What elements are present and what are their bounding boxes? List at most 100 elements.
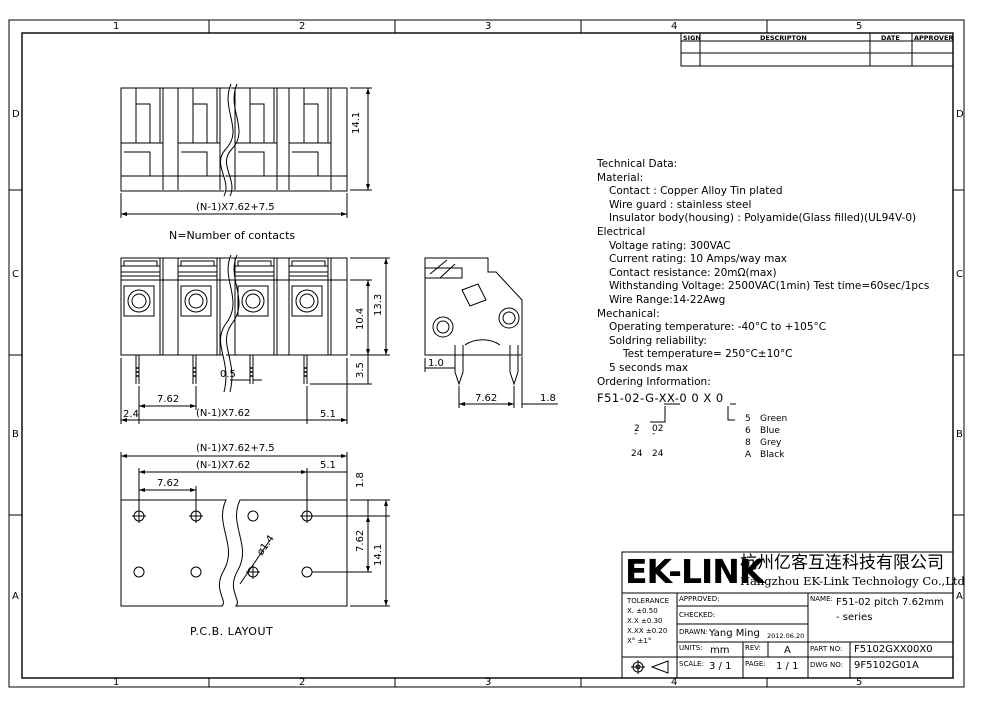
col-number-4-bottom: 4 <box>671 677 678 688</box>
tolerance-xxx: X.XX ±0.20 <box>627 627 668 635</box>
row-letter-b: B <box>12 429 19 440</box>
dim-1-0: 1.0 <box>428 358 444 369</box>
dim-pcb-pitch: (N-1)X7.62 <box>196 460 251 471</box>
dim-pcb-7-62-side: 7.62 <box>355 529 366 552</box>
tech-withstanding: Withstanding Voltage: 2500VAC(1min) Test… <box>609 280 930 293</box>
outer-border <box>8 19 965 688</box>
dwg-no-value: 9F5102G01A <box>854 660 919 671</box>
tech-electrical: Electrical <box>597 225 646 238</box>
pole-b-24: 24 <box>652 449 664 459</box>
company-name-en: Hangzhou EK-Link Technology Co.,Ltd <box>740 574 965 588</box>
tech-material: Material: <box>597 171 644 184</box>
dim-pcb-total: (N-1)X7.62+7.5 <box>196 443 275 454</box>
scale-value: 3 / 1 <box>709 661 732 672</box>
drawing-name: F51-02 pitch 7.62mm <box>836 597 944 608</box>
technical-data-block: Technical Data: Material: Contact : Copp… <box>597 158 929 389</box>
row-letter-a: A <box>12 591 19 602</box>
pole-b-dash: - <box>652 429 656 439</box>
drawn-label: DRAWN: <box>679 628 708 636</box>
page-value: 1 / 1 <box>776 661 799 672</box>
projection-symbol-icon <box>631 660 669 674</box>
pole-a-2: 2 <box>634 424 640 434</box>
color-name-green: Green <box>760 414 788 424</box>
dim-7-62-front: 7.62 <box>157 394 180 405</box>
dwg-no-label: DWG NO: <box>810 661 843 669</box>
page-label: PAGE: <box>745 660 766 668</box>
front-view-drawing <box>120 254 390 424</box>
dim-13-3: 13.3 <box>373 293 384 316</box>
row-letter-b-right: B <box>956 429 963 440</box>
row-letter-d-right: D <box>956 109 964 120</box>
checked-label: CHECKED: <box>679 611 716 619</box>
dim-top-width: (N-1)X7.62+7.5 <box>196 202 275 213</box>
tech-mechanical: Mechanical: <box>597 307 660 320</box>
color-name-blue: Blue <box>760 426 780 436</box>
title-block-lines <box>621 551 954 679</box>
pole-a-24: 24 <box>631 449 643 459</box>
col-number-3-bottom: 3 <box>485 677 492 688</box>
part-no-label: PART NO: <box>810 645 843 653</box>
contacts-caption: N=Number of contacts <box>169 229 296 242</box>
rev-header-sign: SIGN <box>683 34 701 42</box>
col-number-1-bottom: 1 <box>113 677 120 688</box>
dim-height-14-1: 14.1 <box>351 111 362 134</box>
rev-label: REV: <box>745 644 761 652</box>
company-logo: EK-LINK <box>625 552 764 591</box>
pcb-layout-caption: P.C.B. LAYOUT <box>190 625 274 638</box>
dim-pcb-7-62-top: 7.62 <box>157 478 180 489</box>
tech-op-temp: Operating temperature: -40°C to +105°C <box>609 321 827 334</box>
col-number-3: 3 <box>485 21 492 32</box>
tech-test-temp: Test temperature= 250°C±10°C <box>623 348 793 361</box>
dim-2-4: 2.4 <box>123 409 139 420</box>
ordering-part-code: F51-02-G-XX-0 0 X 0 <box>597 391 724 405</box>
dim-pcb-1-8: 1.8 <box>355 472 366 488</box>
dim-front-pitch: (N-1)X7.62 <box>196 408 251 419</box>
col-number-1: 1 <box>113 21 120 32</box>
tolerance-xx: X.X ±0.30 <box>627 617 663 625</box>
revision-table <box>680 32 954 67</box>
tolerance-label: TOLERANCE <box>627 597 670 605</box>
color-code-8: 8 <box>745 438 751 448</box>
tolerance-x: X. ±0.50 <box>627 607 658 615</box>
dim-10-4: 10.4 <box>355 307 366 330</box>
pcb-layout-drawing <box>120 452 390 607</box>
top-view-drawing <box>120 83 372 218</box>
row-letter-d: D <box>12 109 20 120</box>
row-letter-c-right: C <box>956 269 963 280</box>
tech-seconds: 5 seconds max <box>609 361 689 374</box>
color-name-grey: Grey <box>760 438 782 448</box>
drawing-name-series: - series <box>836 612 873 623</box>
approved-label: APPROVED: <box>679 595 720 603</box>
units-label: UNITS: <box>679 644 703 652</box>
dim-1-8-side: 1.8 <box>540 393 556 404</box>
col-number-5: 5 <box>856 21 863 32</box>
rev-header-date: DATE <box>881 34 900 42</box>
tech-wire-range: Wire Range:14-22Awg <box>609 293 726 306</box>
col-number-5-bottom: 5 <box>856 677 863 688</box>
tech-resistance: Contact resistance: 20mΩ(max) <box>609 266 777 279</box>
dim-7-62-side: 7.62 <box>475 393 498 404</box>
dim-5-1-front: 5.1 <box>320 409 336 420</box>
row-letter-c: C <box>12 269 19 280</box>
tech-voltage: Voltage rating: 300VAC <box>609 239 731 252</box>
drawn-date: 2012.06.20 <box>767 632 805 640</box>
tech-soldering: Soldring reliability: <box>609 334 707 347</box>
side-view-drawing <box>424 257 558 408</box>
dim-3-5: 3.5 <box>355 362 366 378</box>
col-number-2: 2 <box>299 21 306 32</box>
color-code-6: 6 <box>745 426 751 436</box>
drawn-by: Yang Ming <box>709 628 760 639</box>
tech-wire-guard: Wire guard : stainless steel <box>609 198 752 211</box>
col-number-2-bottom: 2 <box>299 677 306 688</box>
pole-a-dash: - <box>634 429 638 439</box>
color-name-black: Black <box>760 450 785 460</box>
tech-ordering: Ordering Information: <box>597 375 711 388</box>
tolerance-angle: X° ±1° <box>627 637 652 645</box>
tech-current: Current rating: 10 Amps/way max <box>609 253 787 266</box>
part-no-value: F5102GXX00X0 <box>854 644 933 655</box>
color-code-5: 5 <box>745 414 751 424</box>
rev-value: A <box>784 645 791 656</box>
units-value: mm <box>710 645 730 656</box>
rev-header-description: DESCRIPTON <box>760 34 807 42</box>
